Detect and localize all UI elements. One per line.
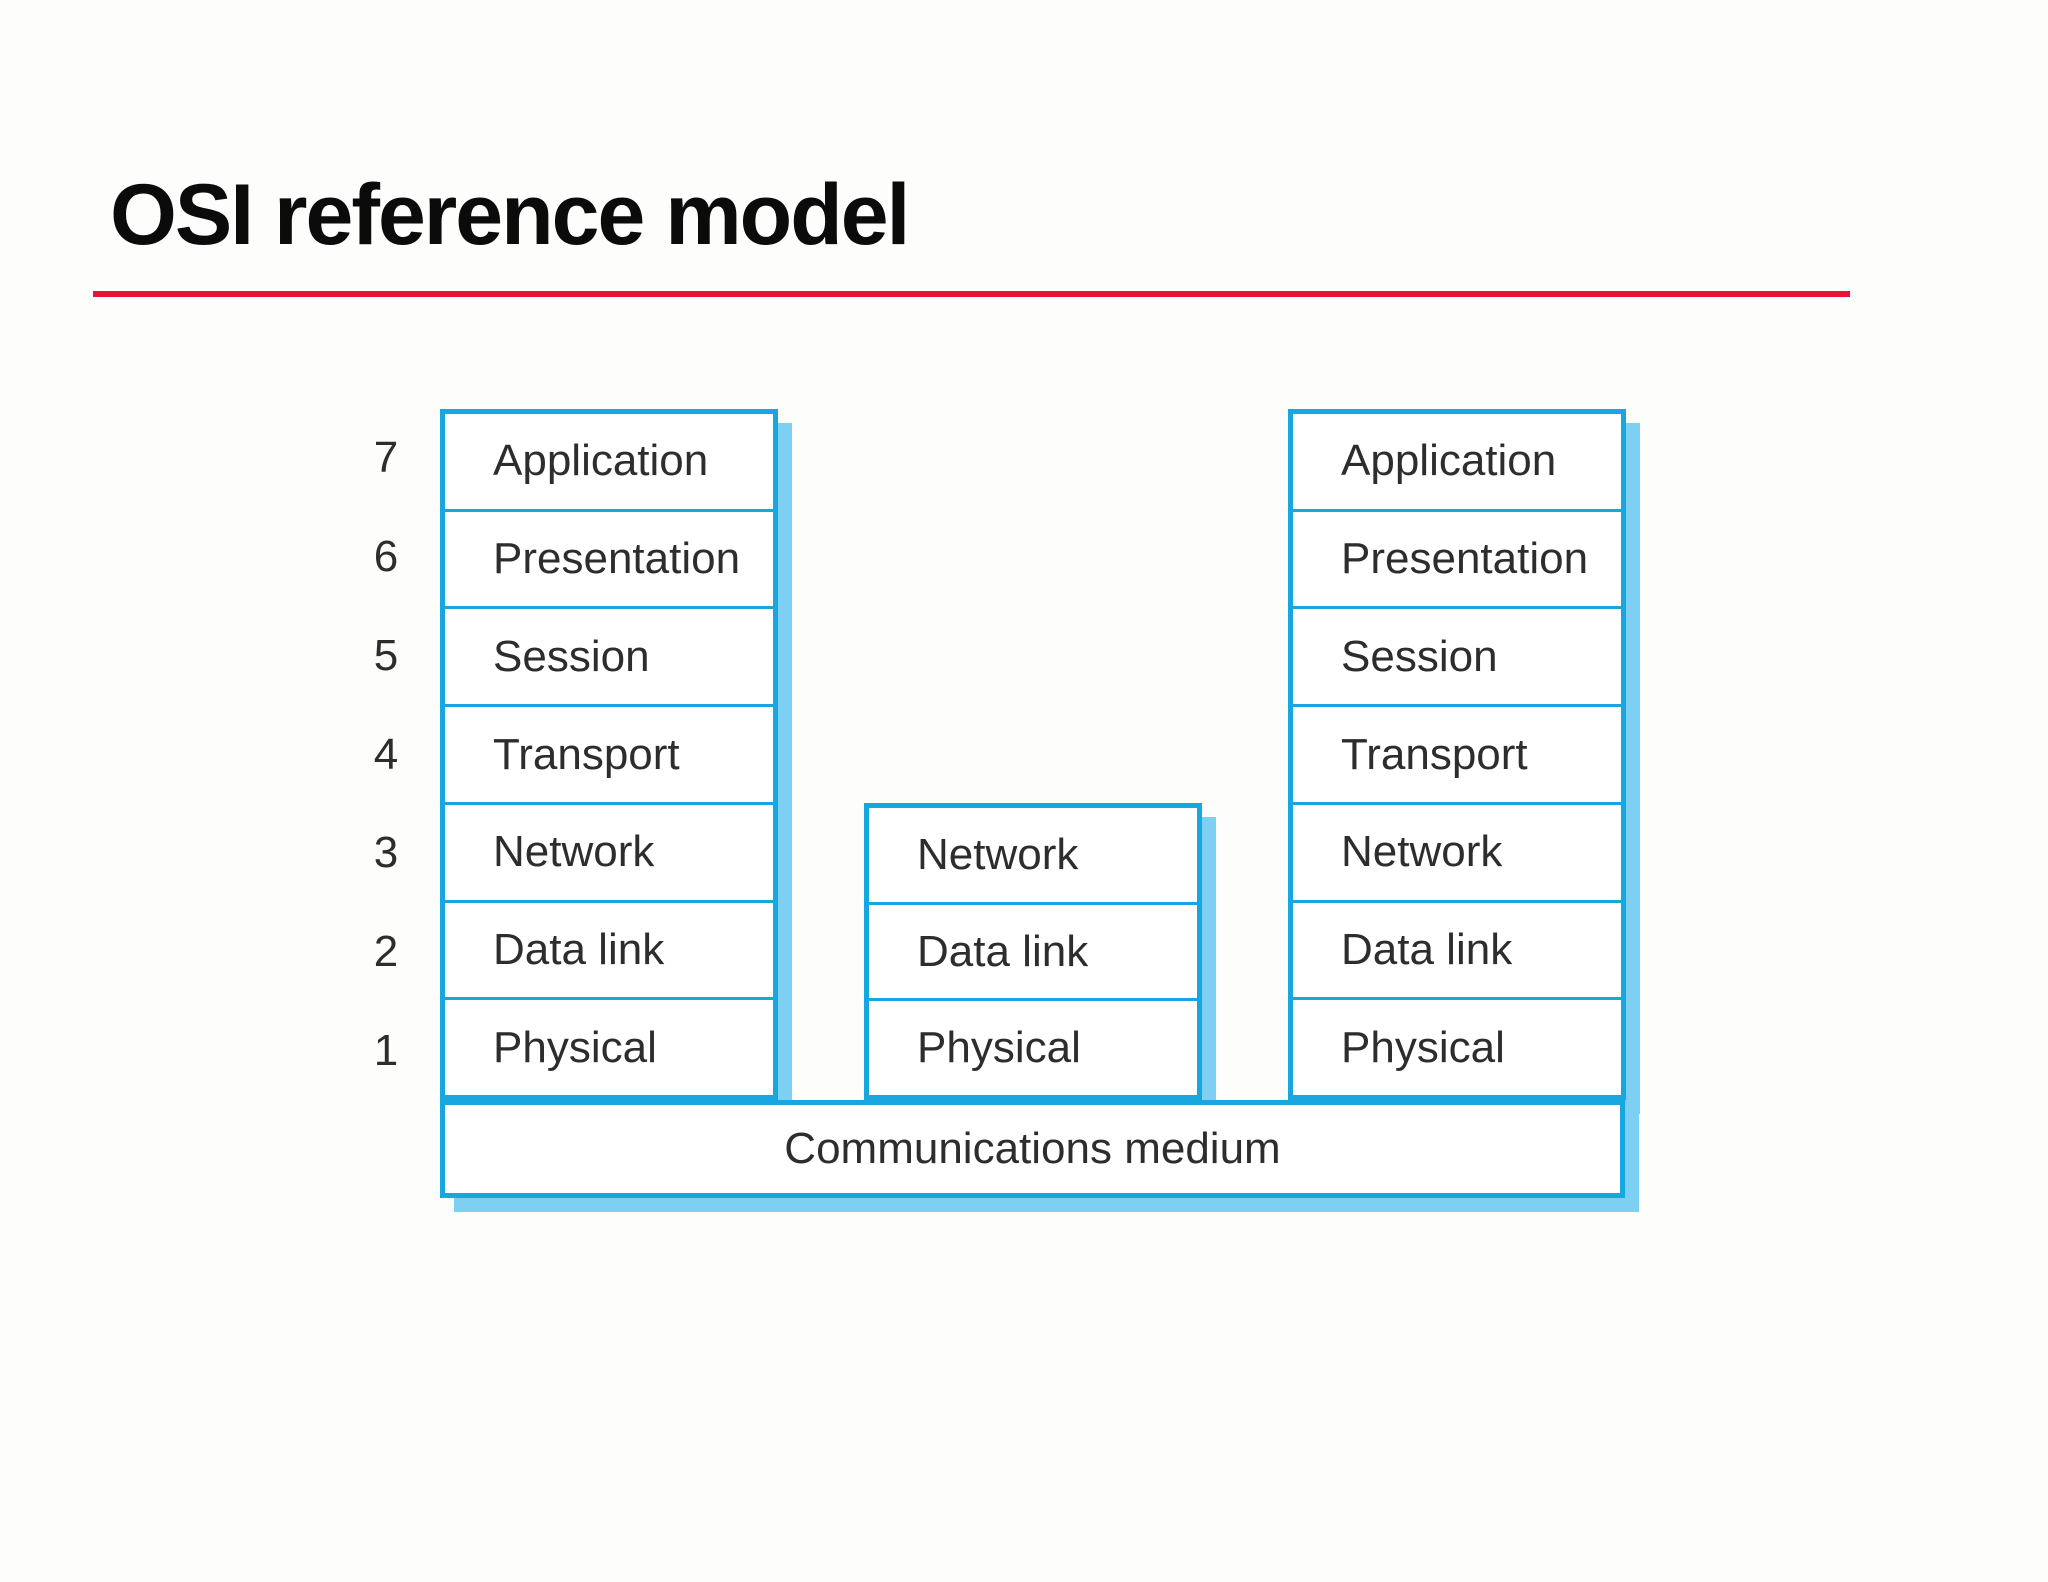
layer-row: Network	[1293, 801, 1621, 900]
layer-row: Data link	[869, 901, 1197, 999]
layer-number: 2	[373, 926, 399, 976]
communications-medium-bar: Communications medium	[440, 1100, 1625, 1198]
page-title: OSI reference model	[110, 167, 910, 263]
layer-row: Data link	[445, 899, 773, 998]
layer-row: Application	[493, 436, 709, 486]
layer-row: Transport	[445, 704, 773, 802]
communications-medium-label: Communications medium	[784, 1124, 1281, 1173]
layer-row: Physical	[869, 998, 1197, 1095]
layer-row: Network	[917, 829, 1079, 879]
layer-number: 6	[373, 532, 399, 582]
layer-number: 4	[373, 729, 399, 779]
title-rule	[93, 291, 1850, 297]
layer-row: Session	[445, 606, 773, 704]
layer-row: Session	[1293, 606, 1621, 704]
osi-stack-middle: Network Data link Physical	[864, 803, 1202, 1100]
layer-row: Transport	[1293, 704, 1621, 802]
osi-stack-right: Application Presentation Session Transpo…	[1288, 409, 1626, 1100]
layer-row: Physical	[445, 997, 773, 1095]
layer-number: 7	[373, 433, 399, 483]
layer-row: Application	[1341, 436, 1557, 486]
layer-number: 3	[373, 828, 399, 878]
layer-number: 5	[373, 630, 399, 680]
layer-row: Data link	[1293, 899, 1621, 998]
layer-numbers: 7 6 5 4 3 2 1	[358, 409, 414, 1100]
layer-number: 1	[373, 1025, 399, 1075]
osi-stack-left: Application Presentation Session Transpo…	[440, 409, 778, 1100]
layer-row: Physical	[1293, 997, 1621, 1095]
layer-row: Presentation	[445, 508, 773, 607]
layer-row: Network	[445, 801, 773, 900]
layer-row: Presentation	[1293, 508, 1621, 607]
